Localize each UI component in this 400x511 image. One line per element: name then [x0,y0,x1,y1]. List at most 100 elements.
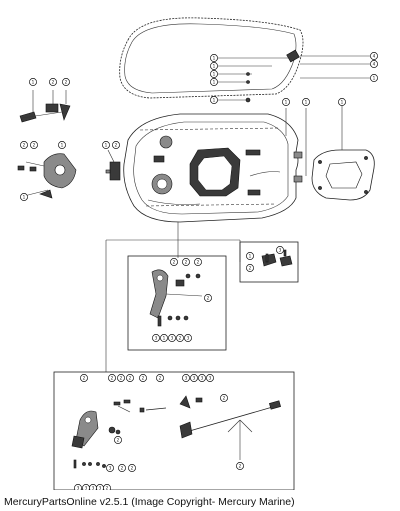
callout-c1e: 1 [210,96,218,104]
callout-circle [156,374,164,382]
callout-circle [128,464,136,472]
callout-label: 1 [373,76,376,81]
callout-c2c: 2 [112,141,120,149]
callout-circle [302,98,310,106]
callout-label: 3 [193,376,196,381]
callout-circle [194,258,202,266]
callout-label: 2 [115,143,118,148]
callout-label: 2 [159,376,162,381]
callout-label: 2 [83,376,86,381]
callout-label: 4 [373,54,376,59]
callout-circle [210,96,218,104]
callout-label: 3 [185,376,188,381]
callout-circle [117,374,125,382]
callout-circle [246,264,254,272]
callout-c2o: 2 [126,374,134,382]
callout-c1h: 1 [302,98,310,106]
callout-circle [139,374,147,382]
callout-c1c: 1 [210,70,218,78]
callout-label: 1 [32,80,35,85]
callout-circle [210,78,218,86]
callout-c1o: 1 [246,252,254,260]
callout-circle [338,98,346,106]
callout-c3f: 3 [190,374,198,382]
callout-circle [282,98,290,106]
callout-c2u: 2 [103,484,111,490]
callout-c4b: 4 [370,60,378,68]
callout-label: 2 [121,466,124,471]
exploded-parts-diagram: 1111111111111112222222222222222222222233… [17,17,378,490]
callout-circle [206,374,214,382]
hinge-bracket-left [17,153,77,199]
callout-label: 2 [223,396,226,401]
callout-label: 3 [85,486,88,490]
callout-circle [112,141,120,149]
callout-c2v: 2 [236,462,244,470]
callout-c1k: 1 [102,141,110,149]
callout-label: 2 [207,296,210,301]
callout-c2b: 2 [62,78,70,86]
callout-circle [210,70,218,78]
callout-c2t: 2 [128,464,136,472]
callout-c3m: 3 [96,484,104,490]
callout-c2e: 2 [30,141,38,149]
callout-label: 3 [171,336,174,341]
callout-c2s: 2 [118,464,126,472]
callout-label: 2 [65,80,68,85]
callout-c1f: 1 [370,74,378,82]
callout-c2k: 2 [246,264,254,272]
callout-circle [370,74,378,82]
callout-c3i: 3 [106,464,114,472]
callout-label: 3 [209,376,212,381]
callout-label: 3 [99,486,102,490]
callout-c2l: 2 [80,374,88,382]
callout-circle [182,258,190,266]
callout-label: 3 [109,466,112,471]
callout-c1d: 1 [210,78,218,86]
callout-circle [80,374,88,382]
callout-c1b: 1 [210,62,218,70]
callout-c1a: 1 [210,54,218,62]
callout-circle [118,464,126,472]
callout-circle [20,141,28,149]
callout-c3l: 3 [89,484,97,490]
callout-circle [58,141,66,149]
detail-box-bottom [53,371,295,490]
callout-label: 2 [111,376,114,381]
callout-label: 4 [373,62,376,67]
callout-circle [190,374,198,382]
callout-circle [106,464,114,472]
callout-label: 1 [23,195,26,200]
callout-label: 2 [185,260,188,265]
callout-label: 1 [305,100,308,105]
callout-label: 2 [52,80,55,85]
callout-circle [49,78,57,86]
callout-c3c: 3 [184,334,192,342]
callout-label: 2 [173,260,176,265]
callout-circle [74,484,82,490]
callout-circle [20,193,28,201]
callout-label: 1 [341,100,344,105]
callout-label: 2 [179,336,182,341]
gasket-plate [311,104,375,201]
spacer-block [105,149,121,181]
callout-label: 2 [197,260,200,265]
callout-label: 2 [120,376,123,381]
callout-circle [168,334,176,342]
callout-circle [29,78,37,86]
callout-c1n: 1 [160,334,168,342]
callout-circle [370,60,378,68]
callout-c3j: 3 [74,484,82,490]
callout-label: 2 [249,266,252,271]
callout-label: 2 [33,143,36,148]
callout-c2q: 2 [156,374,164,382]
callout-c2r: 2 [114,436,122,444]
callout-c1l: 1 [58,141,66,149]
callout-circle [198,374,206,382]
callout-c3e: 3 [182,374,190,382]
callout-label: 2 [142,376,145,381]
callout-label: 1 [105,143,108,148]
detail-box-right [239,241,299,283]
callout-circle [108,374,116,382]
callout-label: 3 [187,336,190,341]
